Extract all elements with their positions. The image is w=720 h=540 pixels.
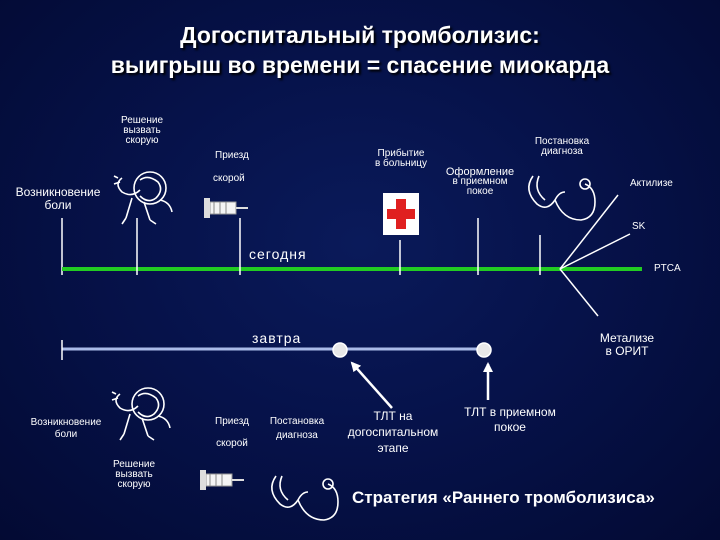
tomorrow-pain-onset-label: Возникновение боли (14, 418, 118, 440)
ptca-label: PTCA (654, 264, 681, 274)
ambulance-figure-icon-2 (112, 388, 170, 440)
today-diagnosis-label: Постановка диагноза (506, 137, 618, 157)
today-line-label: сегодня (249, 246, 307, 262)
today-arrival-label-2: скорой (213, 174, 245, 184)
tomorrow-diagnosis-label: Постановка диагноза (258, 417, 336, 441)
today-hospital-label: Прибытие в больницу (358, 149, 444, 169)
sk-label: SK (632, 222, 645, 232)
red-cross-icon (383, 193, 419, 235)
arrow-to-prehospital (352, 363, 392, 408)
tomorrow-arrival-label: Приезд скорой (208, 417, 256, 449)
tomorrow-prehospital-dot (333, 343, 347, 357)
today-arrival-label-1: Приезд (215, 151, 249, 161)
syringe-icon (204, 198, 248, 218)
activase-branch (560, 195, 618, 269)
stethoscope-icon-2 (272, 476, 338, 520)
tlt-prehospital-label: ТЛТ на догоспитальном этапе (334, 410, 452, 455)
today-registration-label: Оформление в приемном покое (442, 167, 518, 197)
activase-label: Актилизе (630, 179, 673, 189)
syringe-icon-2 (200, 470, 244, 490)
today-decision-label: Решение вызвать скорую (112, 116, 172, 146)
strategy-caption: Стратегия «Раннего тромболизиса» (352, 488, 655, 508)
sk-branch (560, 234, 630, 269)
metalyse-label: Метализе в ОРИТ (588, 332, 666, 358)
tomorrow-decision-label: Решение вызвать скорую (104, 460, 164, 490)
tomorrow-er-dot (477, 343, 491, 357)
ambulance-figure-icon (114, 172, 172, 224)
metalyse-branch (560, 269, 598, 316)
tlt-er-label: ТЛТ в приемном покое (450, 406, 570, 434)
tomorrow-line-label: завтра (252, 330, 301, 346)
today-pain-onset-label: Возникновение боли (6, 186, 110, 212)
stethoscope-icon (529, 176, 595, 220)
